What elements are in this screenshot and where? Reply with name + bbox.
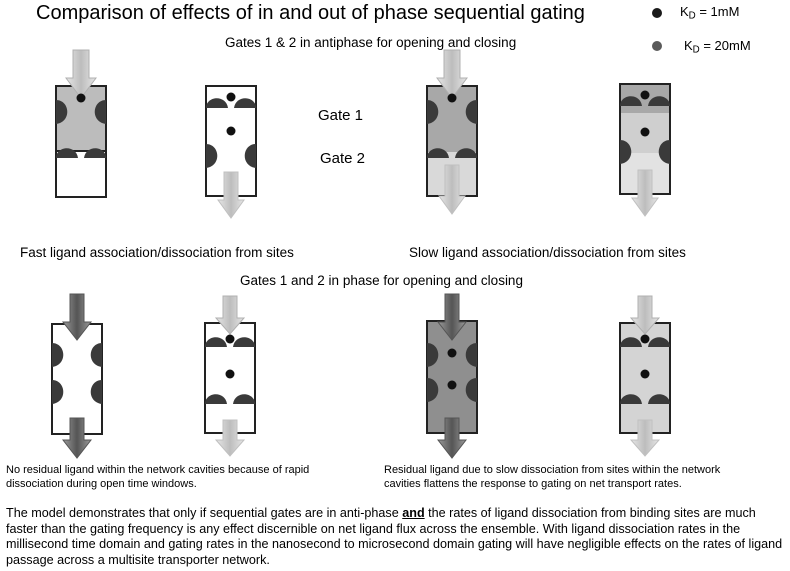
binding-site — [465, 100, 477, 124]
binding-site — [84, 148, 106, 158]
binding-site — [620, 96, 642, 106]
ligand — [640, 90, 650, 100]
flux-arrow-out — [214, 419, 246, 457]
flux-arrow-out — [631, 169, 659, 217]
caption-slow: Slow ligand association/dissociation fro… — [409, 245, 686, 260]
binding-site — [648, 394, 670, 404]
flux-arrow-in — [65, 49, 97, 99]
flux-arrow-out — [61, 417, 93, 459]
binding-site — [427, 343, 439, 367]
note-residual: Residual ligand due to slow dissociation… — [384, 464, 721, 490]
ligand — [447, 348, 457, 358]
transporter-top-fast-b — [205, 85, 257, 219]
ligand — [226, 92, 236, 102]
conclusion-text: The model demonstrates that only if sequ… — [6, 506, 783, 567]
transporter-top-slow-b — [619, 83, 671, 217]
section-heading-antiphase: Gates 1 & 2 in antiphase for opening and… — [225, 35, 517, 50]
binding-site — [233, 394, 255, 404]
ligand — [225, 369, 235, 379]
flux-arrow-in — [61, 293, 93, 341]
legend-kd-20mm: KD = 20mM — [684, 38, 751, 56]
transporter-bottom-slow-b — [619, 295, 671, 457]
binding-site — [52, 380, 64, 404]
binding-site — [465, 343, 477, 367]
binding-site — [90, 380, 102, 404]
transporter-bottom-fast-a — [51, 293, 103, 459]
section-heading-in-phase: Gates 1 and 2 in phase for opening and c… — [240, 273, 523, 288]
binding-site — [620, 140, 632, 164]
transporter-bottom-slow-a — [426, 293, 478, 459]
legend-dot-1mm — [652, 8, 662, 18]
flux-arrow-out — [438, 164, 466, 215]
flux-arrow-out — [436, 417, 468, 459]
binding-site — [205, 337, 227, 347]
ligand — [640, 334, 650, 344]
binding-site — [465, 378, 477, 402]
legend-kd-1mm: KD = 1mM — [680, 4, 740, 22]
binding-site — [455, 148, 477, 158]
binding-site — [206, 144, 218, 168]
note-no-residual: No residual ligand within the network ca… — [6, 464, 310, 490]
page-title: Comparison of effects of in and out of p… — [36, 2, 585, 24]
gate-2-label: Gate 2 — [320, 150, 366, 167]
ligand — [640, 369, 650, 379]
transporter-bottom-fast-b — [204, 295, 256, 457]
flux-arrow-out — [217, 171, 245, 219]
transporter-top-slow-a — [426, 49, 478, 215]
flux-arrow-in — [436, 49, 468, 99]
binding-site — [90, 343, 102, 367]
gate-1-label: Gate 1 — [318, 107, 364, 124]
binding-site — [206, 98, 228, 108]
flux-arrow-out — [629, 419, 661, 457]
ligand — [447, 380, 457, 390]
binding-site — [234, 98, 256, 108]
binding-site — [648, 96, 670, 106]
binding-site — [56, 100, 68, 124]
transporter-top-fast-a — [55, 49, 107, 198]
binding-site — [427, 378, 439, 402]
ligand — [225, 334, 235, 344]
binding-site — [648, 337, 670, 347]
binding-site — [658, 140, 670, 164]
binding-site — [56, 148, 78, 158]
binding-site — [233, 337, 255, 347]
ligand — [447, 93, 457, 103]
binding-site — [205, 394, 227, 404]
flux-arrow-in — [214, 295, 246, 335]
binding-site — [427, 100, 439, 124]
binding-site — [94, 100, 106, 124]
caption-fast: Fast ligand association/dissociation fro… — [20, 245, 294, 260]
flux-arrow-in — [629, 295, 661, 335]
binding-site — [427, 148, 449, 158]
ligand — [640, 127, 650, 137]
flux-arrow-in — [436, 293, 468, 341]
ligand — [76, 93, 86, 103]
binding-site — [244, 144, 256, 168]
binding-site — [620, 394, 642, 404]
ligand — [226, 126, 236, 136]
binding-site — [620, 337, 642, 347]
binding-site — [52, 343, 64, 367]
legend-dot-20mm — [652, 41, 662, 51]
